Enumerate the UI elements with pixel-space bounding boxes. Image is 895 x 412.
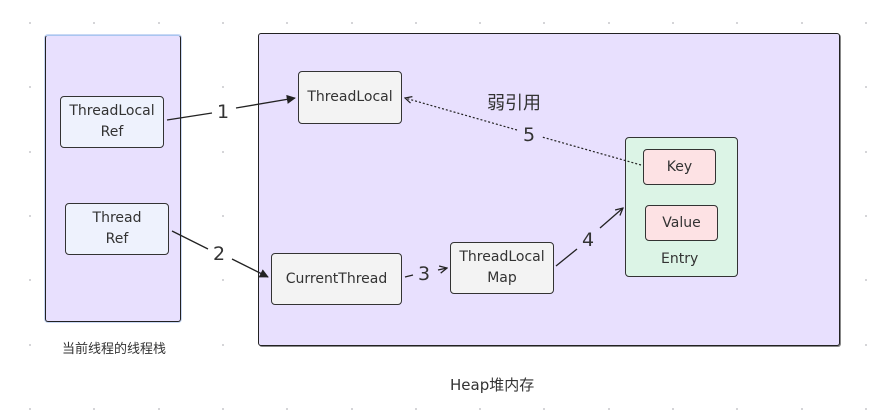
entry-label: Entry (661, 251, 699, 267)
grid-dot (801, 22, 803, 24)
grid-dot (672, 22, 674, 24)
grid-dot (93, 408, 95, 410)
grid-dot (93, 22, 95, 24)
grid-dot (29, 86, 31, 88)
grid-dot (222, 215, 224, 217)
grid-dot (222, 151, 224, 153)
edge-label-2: 2 (213, 243, 226, 265)
edge-label-5: 5 (523, 124, 536, 146)
edge-2-segment-b (231, 258, 269, 278)
heap-caption: Heap堆内存 (450, 376, 535, 394)
thread-stack-container (45, 35, 181, 322)
node-threadlocal[interactable]: ThreadLocal (298, 71, 402, 124)
grid-dot (158, 344, 160, 346)
edge-label-3: 3 (418, 263, 431, 285)
grid-dot (222, 344, 224, 346)
grid-dot (29, 215, 31, 217)
grid-dot (29, 344, 31, 346)
node-key[interactable]: Key (643, 149, 716, 185)
edge-3-segment-b (437, 268, 447, 270)
edge-1-segment-a (166, 112, 213, 121)
thread-stack-caption: 当前线程的线程栈 (62, 342, 167, 357)
grid-dot (222, 86, 224, 88)
grid-dot (865, 86, 867, 88)
edge-5-segment-a (541, 136, 642, 166)
grid-dot (93, 344, 95, 346)
grid-dot (158, 408, 160, 410)
edge-2-segment-a (171, 230, 209, 250)
grid-dot (351, 22, 353, 24)
edge-label-1: 1 (217, 101, 230, 123)
node-current-thread[interactable]: CurrentThread (271, 253, 402, 305)
grid-dot (286, 408, 288, 410)
grid-dot (865, 408, 867, 410)
node-threadlocal-map[interactable]: ThreadLocal Map (450, 242, 554, 294)
grid-dot (801, 408, 803, 410)
grid-dot (865, 22, 867, 24)
grid-dot (543, 22, 545, 24)
weak-reference-annotation: 弱引用 (487, 93, 541, 114)
edge-3-segment-a (404, 274, 414, 278)
grid-dot (672, 408, 674, 410)
grid-dot (222, 22, 224, 24)
grid-dot (736, 408, 738, 410)
grid-dot (415, 22, 417, 24)
grid-dot (351, 408, 353, 410)
grid-dot (158, 22, 160, 24)
grid-dot (286, 22, 288, 24)
edge-4-segment-a (555, 248, 578, 267)
edge-1-segment-b (235, 94, 296, 109)
edge-label-4: 4 (582, 229, 595, 251)
grid-dot (543, 408, 545, 410)
grid-dot (415, 408, 417, 410)
node-threadlocal-ref[interactable]: ThreadLocal Ref (60, 96, 164, 148)
grid-dot (222, 408, 224, 410)
grid-dot (29, 408, 31, 410)
grid-dot (865, 151, 867, 153)
grid-dot (29, 151, 31, 153)
grid-dot (865, 344, 867, 346)
grid-dot (865, 279, 867, 281)
grid-dot (865, 215, 867, 217)
grid-dot (222, 279, 224, 281)
grid-dot (608, 22, 610, 24)
node-value[interactable]: Value (645, 205, 718, 241)
grid-dot (479, 408, 481, 410)
grid-dot (29, 22, 31, 24)
grid-dot (29, 279, 31, 281)
node-thread-ref[interactable]: Thread Ref (65, 203, 169, 255)
grid-dot (608, 408, 610, 410)
edge-5-segment-b (405, 98, 518, 131)
edge-4-segment-b (599, 208, 623, 229)
grid-dot (479, 22, 481, 24)
grid-dot (736, 22, 738, 24)
